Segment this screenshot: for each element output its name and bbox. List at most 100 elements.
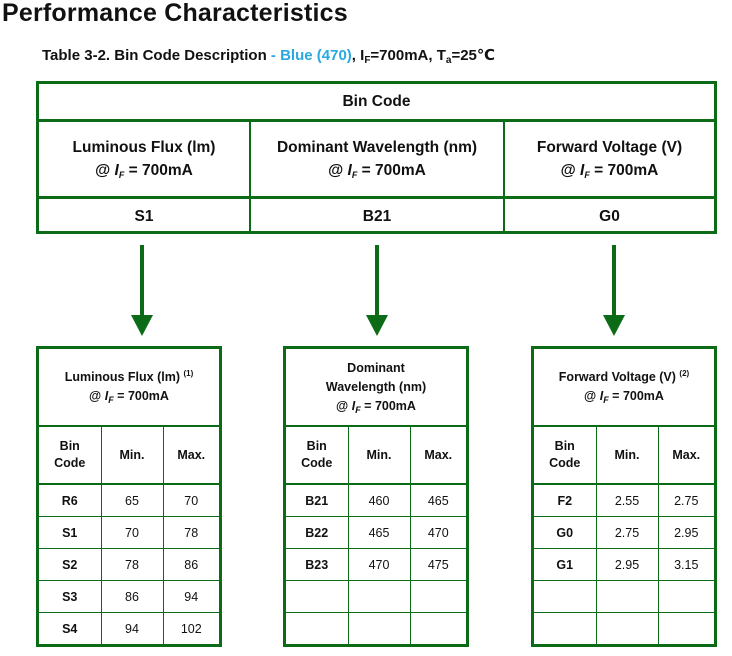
max-value-cell: 94 xyxy=(163,580,219,613)
summary-col-label: Forward Voltage (V) xyxy=(536,139,683,156)
bin-code-cell: B23 xyxy=(286,548,349,581)
bin-code-cell: G1 xyxy=(534,548,597,581)
summary-flux-value: S1 xyxy=(39,199,251,234)
bin-code-cell: B22 xyxy=(286,516,349,549)
bin-code-cell xyxy=(286,612,349,644)
min-value-cell: 470 xyxy=(348,548,411,581)
down-arrow-icon xyxy=(366,245,388,336)
summary-col-condition: @ IF = 700mA xyxy=(560,162,659,180)
min-value-cell: 460 xyxy=(348,484,411,517)
min-value-cell: 94 xyxy=(101,612,164,644)
bin-code-cell: F2 xyxy=(534,484,597,517)
min-value-cell xyxy=(596,612,659,644)
caption-if: , I xyxy=(351,47,365,64)
summary-col-condition: @ IF = 700mA xyxy=(95,162,193,180)
max-value-cell: 78 xyxy=(163,516,219,549)
table-caption: Table 3-2. Bin Code Description - Blue (… xyxy=(42,46,496,66)
summary-col-flux-header: Luminous Flux (lm) @ IF = 700mA xyxy=(39,122,251,199)
bin-code-cell: B21 xyxy=(286,484,349,517)
col-header-min: Min. xyxy=(101,427,164,485)
max-value-cell: 465 xyxy=(410,484,466,517)
min-value-cell: 86 xyxy=(101,580,164,613)
caption-ta-sub: a xyxy=(445,55,452,66)
table-row xyxy=(286,612,466,645)
footnote-marker: (2) xyxy=(679,369,690,378)
max-value-cell: 86 xyxy=(163,548,219,581)
caption-highlight: - Blue (470) xyxy=(266,47,352,64)
min-value-cell xyxy=(348,580,411,613)
min-value-cell: 65 xyxy=(101,484,164,517)
bin-code-cell xyxy=(534,580,597,613)
min-value-cell: 465 xyxy=(348,516,411,549)
bin-code-cell: S4 xyxy=(39,612,102,644)
max-value-cell: 3.15 xyxy=(658,548,714,581)
bin-table-condition: @ IF = 700mA xyxy=(584,389,664,405)
table-row xyxy=(534,612,714,645)
caption-prefix: Table 3-2. Bin Code Description xyxy=(42,47,267,64)
dominant-wavelength-bin-table: Dominant Wavelength (nm) @ IF = 700mA Bi… xyxy=(283,346,469,647)
footnote-marker: (1) xyxy=(183,369,194,378)
min-value-cell xyxy=(348,612,411,644)
col-header-max: Max. xyxy=(410,427,466,485)
min-value-cell: 2.75 xyxy=(596,516,659,549)
table-row xyxy=(534,580,714,613)
max-value-cell xyxy=(658,613,714,645)
bin-code-cell: S1 xyxy=(39,516,102,549)
bin-table-condition: @ IF = 700mA xyxy=(89,389,169,405)
max-value-cell xyxy=(410,613,466,645)
col-header-min: Min. xyxy=(596,427,659,485)
max-value-cell: 470 xyxy=(410,516,466,549)
max-value-cell: 102 xyxy=(180,621,202,636)
min-value-cell: 70 xyxy=(101,516,164,549)
summary-voltage-value: G0 xyxy=(599,208,620,225)
caption-if-sub: F xyxy=(364,55,371,66)
down-arrow-icon xyxy=(131,245,153,336)
bin-code-cell: S2 xyxy=(39,548,102,581)
min-value-cell: 2.55 xyxy=(596,484,659,517)
col-header-max: Max. xyxy=(658,427,714,485)
summary-wavelength-value: B21 xyxy=(251,199,505,234)
bin-code-summary-table: Bin Code Luminous Flux (lm) @ IF = 700mA… xyxy=(36,81,717,234)
summary-col-condition: @ IF = 700mA xyxy=(328,162,426,180)
bin-table-title: Forward Voltage (V) (2) @ IF = 700mA xyxy=(534,349,714,427)
bin-code-cell: R6 xyxy=(39,484,102,517)
bin-code-cell xyxy=(534,612,597,644)
summary-col-wavelength-header: Dominant Wavelength (nm) @ IF = 700mA xyxy=(251,122,505,199)
caption-ta-val: =25℃ xyxy=(451,47,496,64)
summary-col-label: Dominant Wavelength (nm) xyxy=(276,139,478,156)
min-value-cell xyxy=(596,580,659,613)
col-header-max: Max. xyxy=(163,427,219,485)
table-row xyxy=(286,580,466,613)
page-title: Performance Characteristics xyxy=(2,0,348,27)
bin-code-cell xyxy=(286,580,349,613)
max-value-cell: 2.75 xyxy=(658,484,714,517)
forward-voltage-bin-table: Forward Voltage (V) (2) @ IF = 700mA Bin… xyxy=(531,346,717,647)
bin-code-cell: G0 xyxy=(534,516,597,549)
bin-table-condition: @ IF = 700mA xyxy=(336,398,416,415)
col-header-min: Min. xyxy=(348,427,411,485)
max-value-cell: 70 xyxy=(163,484,219,517)
min-value-cell: 78 xyxy=(101,548,164,581)
bin-table-title: Dominant Wavelength (nm) @ IF = 700mA xyxy=(286,349,466,427)
summary-col-label: Luminous Flux (lm) xyxy=(72,139,216,156)
